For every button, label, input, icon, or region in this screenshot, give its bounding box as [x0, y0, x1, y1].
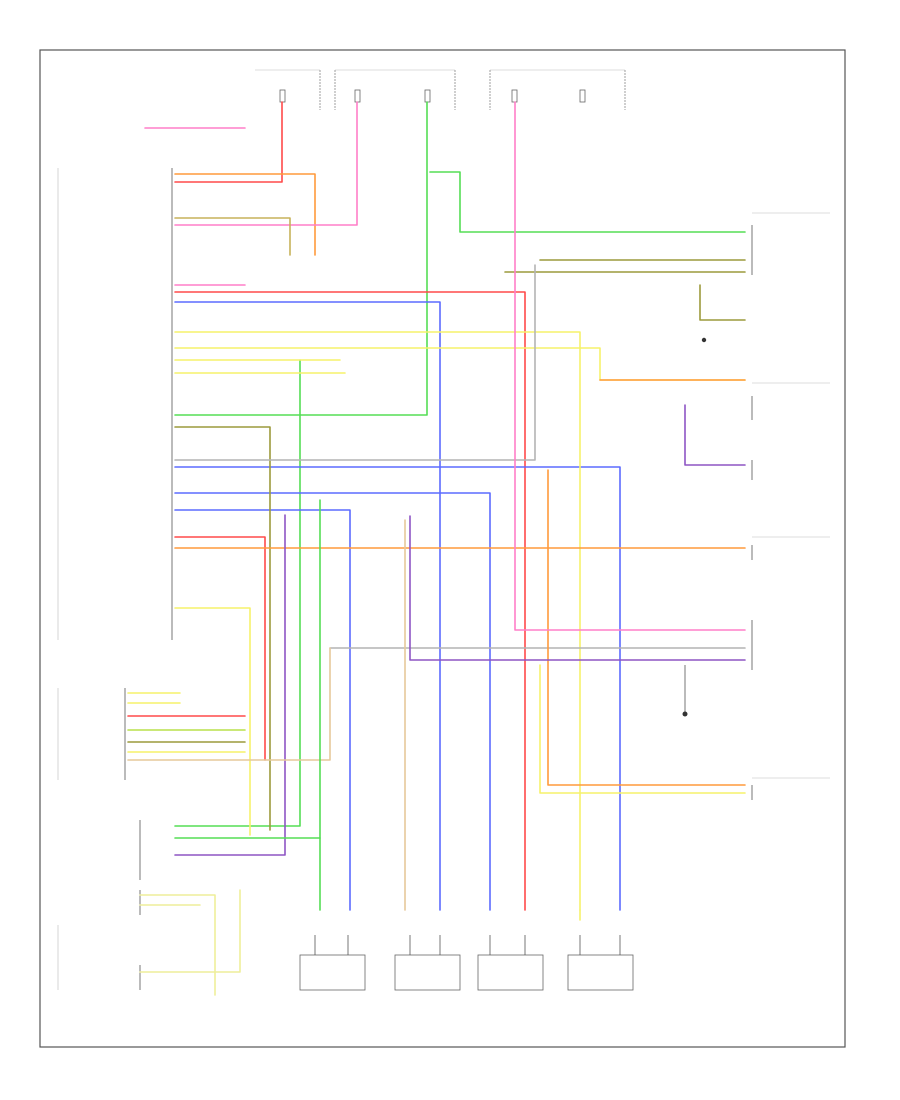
wire-blue-3	[174, 492, 491, 911]
wheel-speed-sensor-2	[394, 935, 461, 991]
wire-pink-2	[174, 101, 358, 226]
wire-yellow-2	[174, 347, 746, 381]
wire-violet-3	[174, 514, 286, 856]
wire-olive-2	[174, 426, 271, 831]
relay-right-1	[751, 212, 830, 275]
wheel-speed-sensor-1	[299, 935, 366, 991]
wire-lime-2	[127, 647, 331, 761]
relay-block-left	[57, 688, 126, 780]
relay-right-2	[751, 382, 830, 420]
wire-green-3	[174, 359, 301, 827]
wire-blue-4	[174, 509, 351, 911]
fuse-2	[354, 89, 361, 103]
wire-violet-1	[409, 515, 746, 661]
fuse-4	[511, 89, 518, 103]
wire-olive-1	[174, 217, 291, 256]
wire-yellow-6	[139, 894, 216, 996]
wire-orange-3	[547, 469, 746, 786]
wire-green-1	[174, 101, 428, 416]
brake-control-module-connector	[57, 168, 173, 640]
wire-red-2	[174, 291, 526, 911]
diagram-frame	[39, 49, 846, 1048]
relay-right-4	[751, 536, 830, 560]
wires	[127, 101, 746, 996]
wire-grey-1	[174, 264, 536, 461]
fuse-5	[579, 89, 586, 103]
wire-red-3	[174, 536, 266, 761]
splice-point	[701, 337, 707, 343]
wire-red-1	[174, 101, 283, 183]
fuse-3	[424, 89, 431, 103]
ground-symbol	[682, 665, 688, 717]
wire-orange-1	[174, 173, 316, 256]
wire-green-4	[174, 499, 321, 839]
wire-green-2	[429, 171, 746, 233]
wire-yellow-8	[139, 889, 241, 973]
can-connector-3	[57, 925, 141, 990]
fuse-block	[255, 69, 626, 110]
wire-pink-4	[514, 101, 746, 631]
fuse-1	[279, 89, 286, 103]
wire-yellow-5	[174, 607, 251, 836]
wheel-speed-sensor-4	[567, 935, 634, 991]
wire-blue-1	[174, 301, 441, 911]
wire-yellow-1	[174, 331, 581, 911]
wire-yellow-9	[539, 664, 746, 794]
relay-right-6	[751, 777, 830, 800]
wire-blue-2	[174, 466, 621, 911]
wheel-speed-sensor-3	[477, 935, 544, 991]
wire-violet-2	[684, 404, 746, 466]
wire-olive-5	[699, 284, 746, 321]
